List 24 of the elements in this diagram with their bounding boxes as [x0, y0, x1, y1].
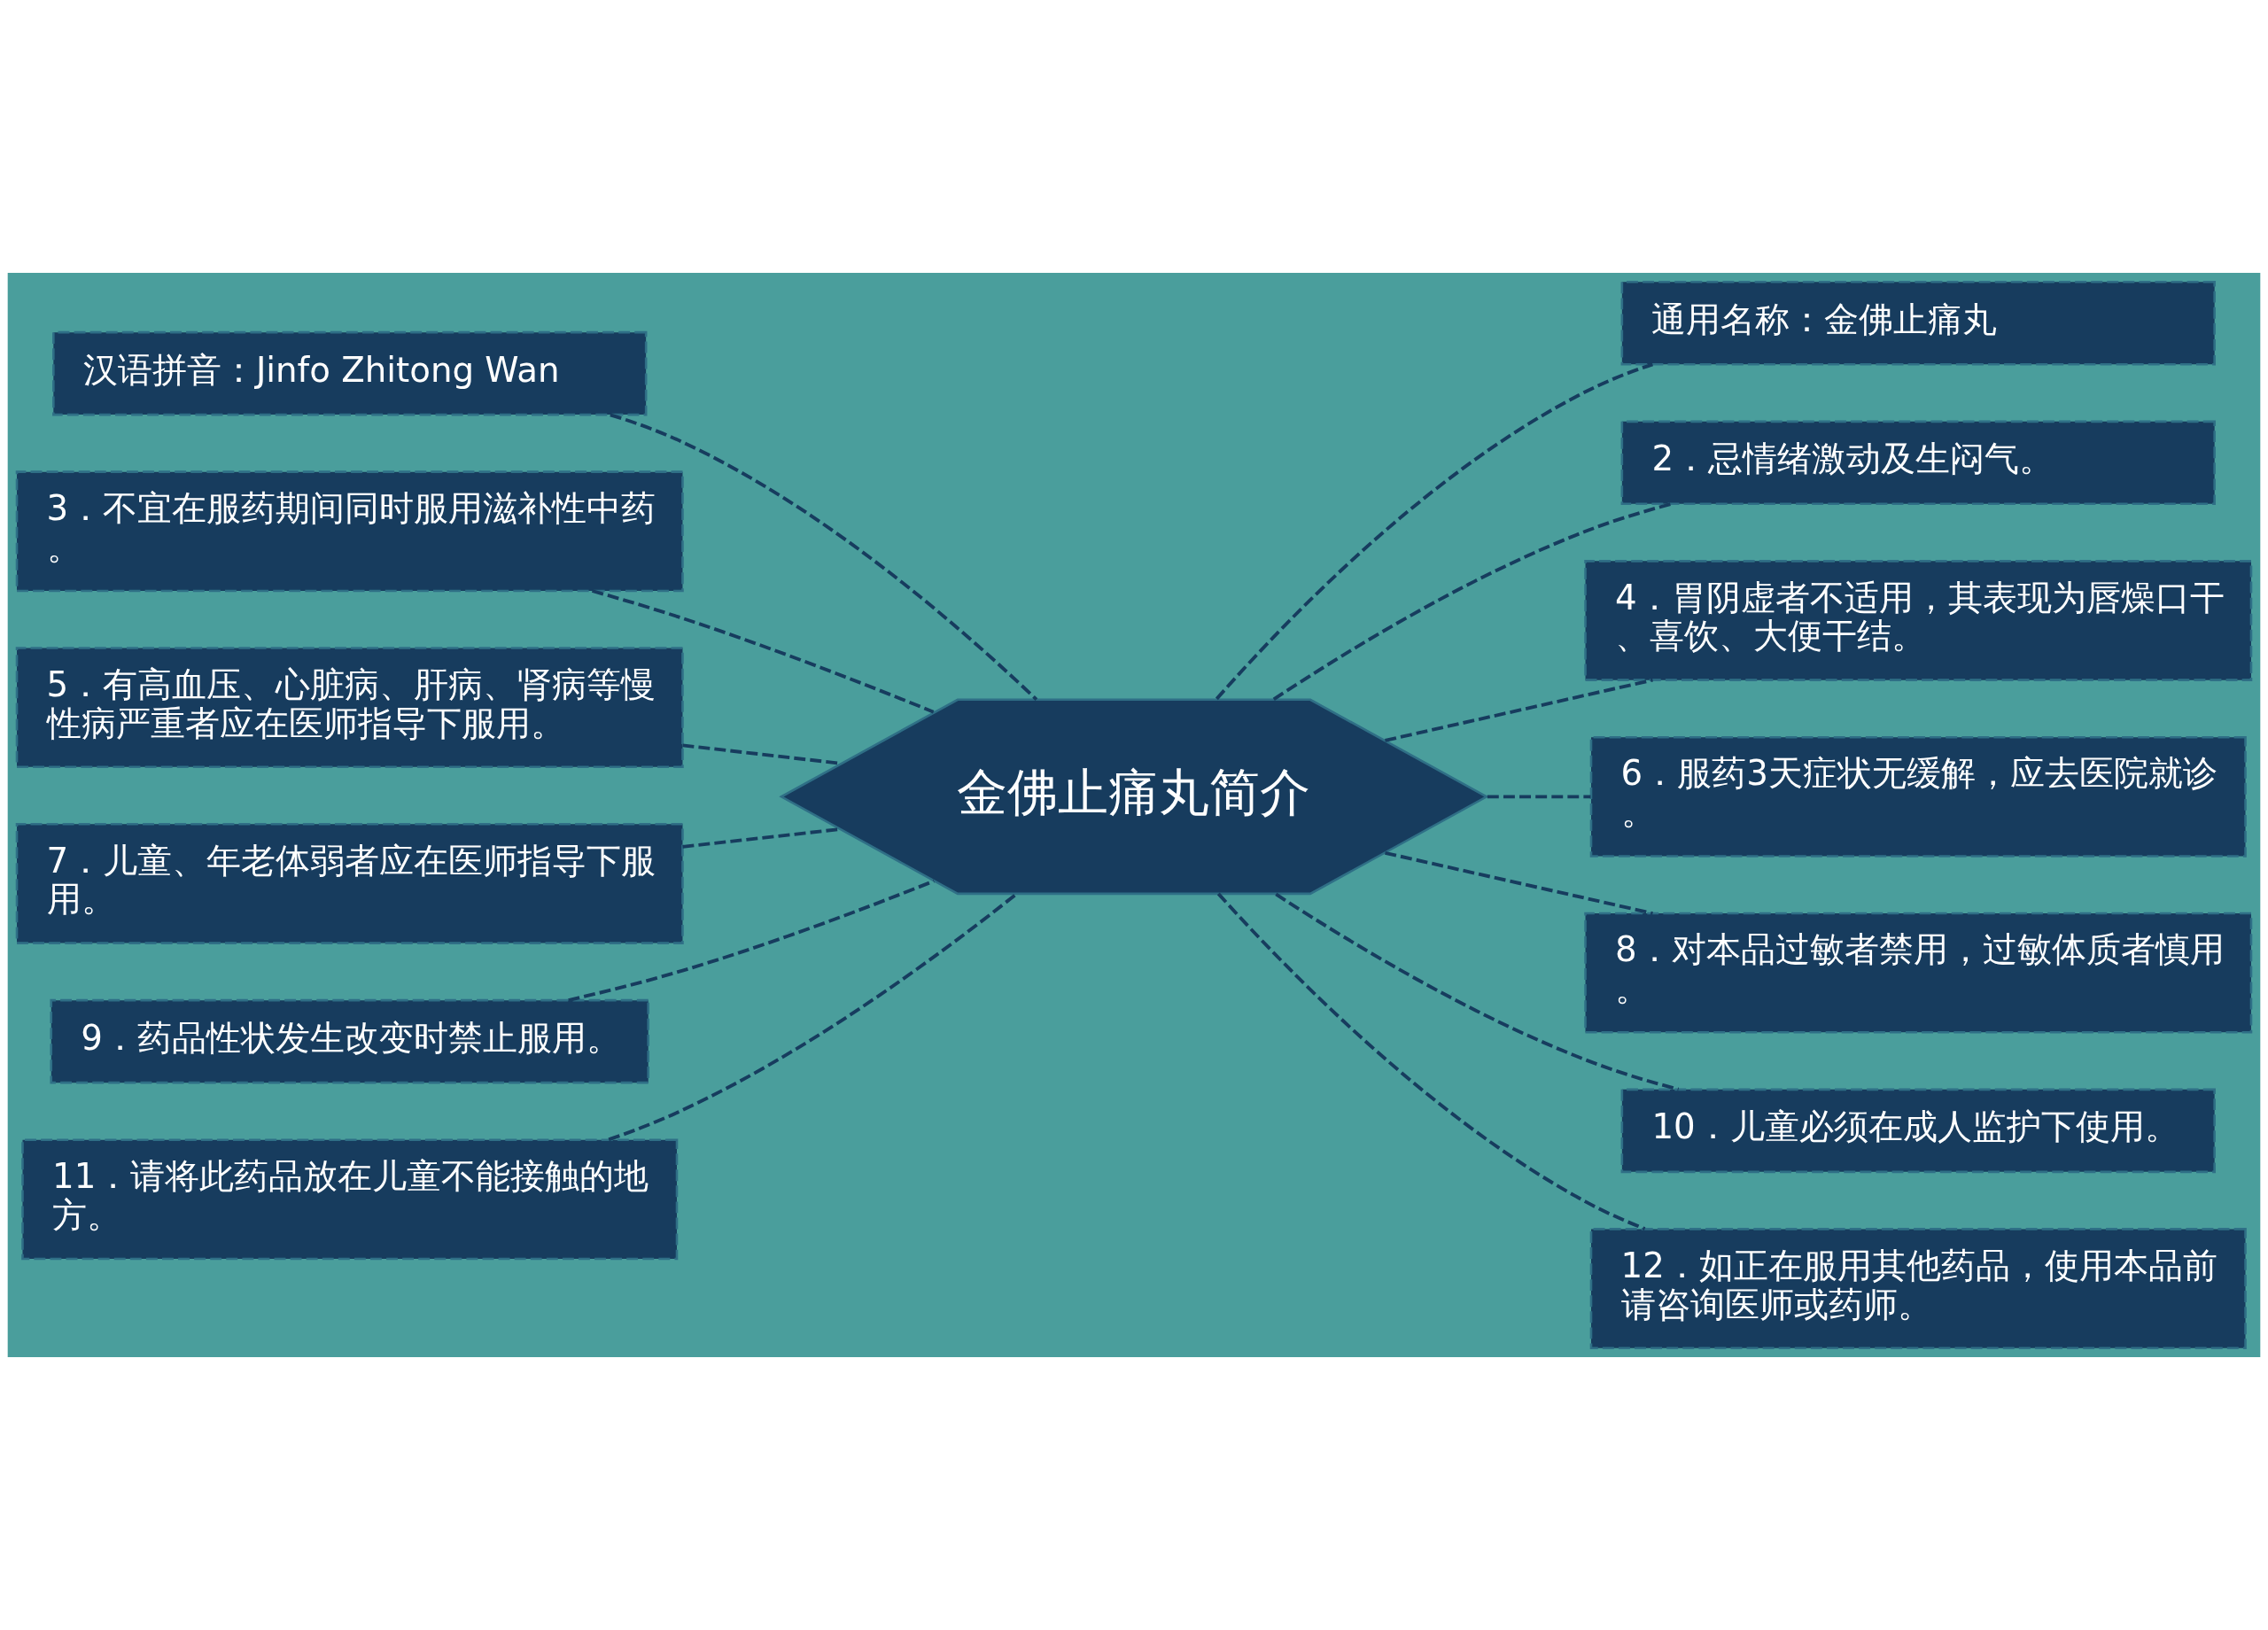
node-box: 3．不宜在服药期间同时服用滋补性中药。 — [15, 470, 684, 593]
node-box: 8．对本品过敏者禁用，过敏体质者慎用。 — [1584, 912, 2253, 1034]
node-box: 5．有高血压、心脏病、肝病、肾病等慢性病严重者应在医师指导下服用。 — [15, 647, 684, 769]
node-box: 11．请将此药品放在儿童不能接触的地方。 — [21, 1138, 679, 1261]
node-box: 6．服药3天症状无缓解，应去医院就诊。 — [1589, 735, 2247, 858]
connector — [1215, 362, 1653, 701]
node-box: 9．药品性状发生改变时禁止服用。 — [50, 998, 649, 1084]
connector — [1385, 850, 1653, 915]
connector — [608, 892, 1018, 1142]
connector — [1275, 892, 1680, 1091]
connector — [1272, 502, 1673, 701]
node-box: 汉语拼音：Jinfo Zhitong Wan — [52, 330, 648, 416]
connector — [568, 879, 935, 1002]
connector — [610, 413, 1038, 702]
node-box: 7．儿童、年老体弱者应在医师指导下服用。 — [15, 823, 684, 944]
node-box: 2．忌情绪激动及生闷气。 — [1620, 420, 2216, 506]
node-box: 4．胃阴虚者不适用，其表现为唇燥口干、喜饮、大便干结。 — [1584, 560, 2253, 681]
connector — [1216, 892, 1646, 1230]
node-box: 12．如正在服用其他药品，使用本品前请咨询医师或药师。 — [1589, 1228, 2247, 1349]
connector — [1385, 678, 1653, 742]
node-box: 通用名称：金佛止痛丸 — [1620, 281, 2216, 366]
node-box: 10．儿童必须在成人监护下使用。 — [1620, 1088, 2216, 1174]
connector — [1487, 795, 1591, 799]
connector — [591, 589, 935, 714]
